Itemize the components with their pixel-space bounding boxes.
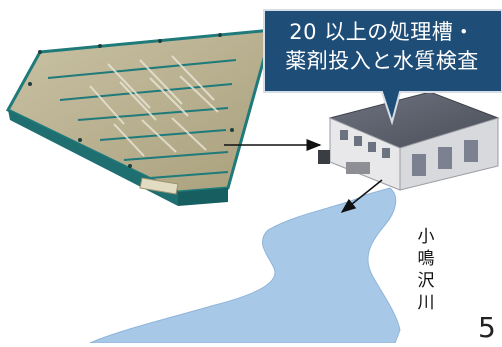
river-label-char: 沢 [417,271,435,291]
callout-line-2: 薬剤投入と水質検査 [285,49,479,73]
callout-bubble [263,9,502,126]
callout-text: 20 以上の処理槽・ 薬剤投入と水質検査 [262,18,502,76]
river-shape [89,187,401,344]
callout-line-1: 20 以上の処理槽・ [289,20,475,44]
building-to-river-arrow [340,179,383,213]
river-label-char: 小 [417,227,435,247]
treatment-pond [5,28,275,206]
treatment-building [318,91,500,191]
page-number: 5 [478,311,496,344]
river-label-char: 川 [417,293,435,313]
river-label-char: 鳴 [417,249,435,269]
river-label: 小 鳴 沢 川 [413,226,439,314]
